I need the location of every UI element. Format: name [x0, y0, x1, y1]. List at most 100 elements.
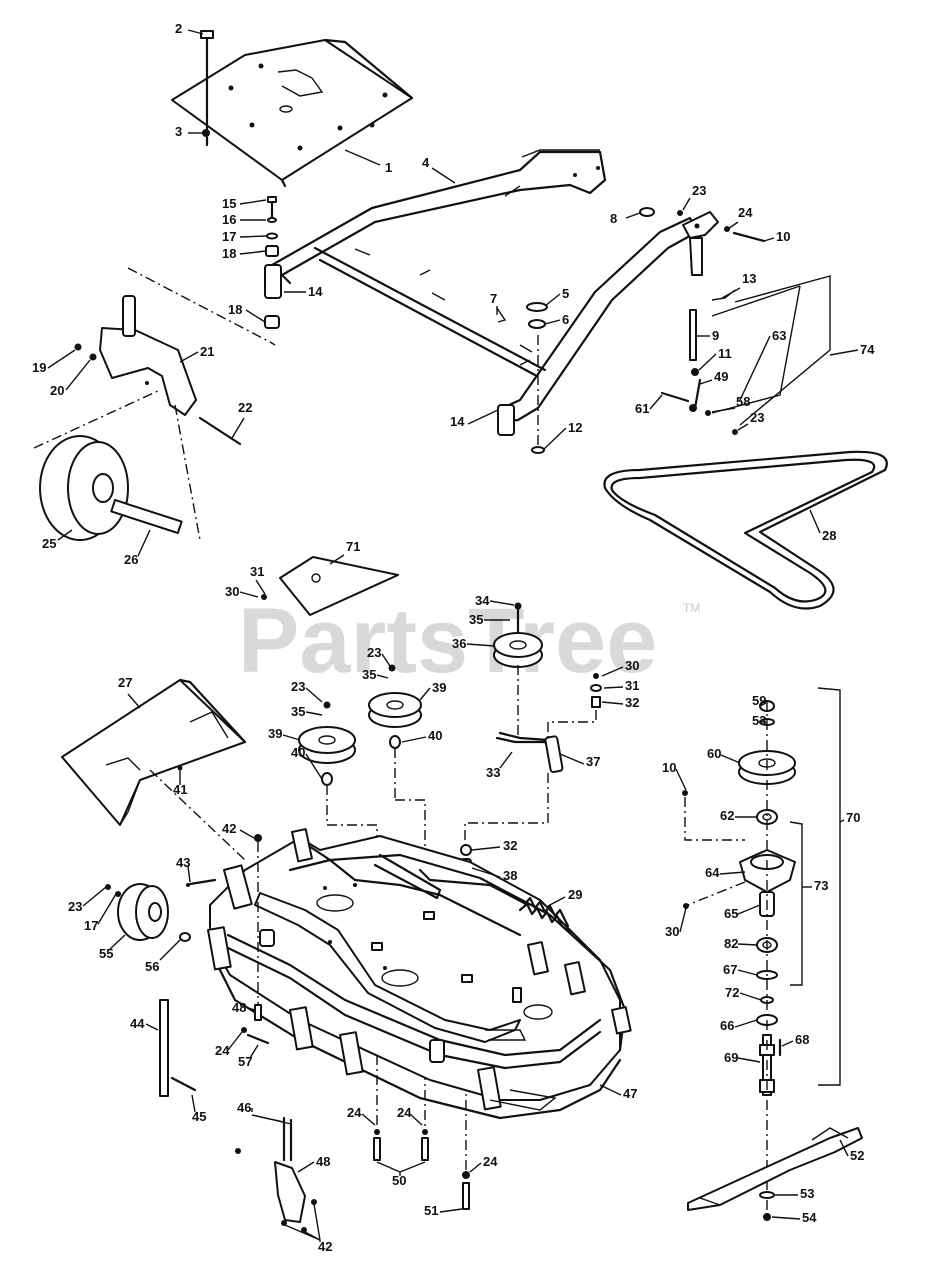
- callout-number: 32: [625, 695, 639, 710]
- callout-70: 70: [839, 810, 860, 825]
- leader-line: [97, 893, 117, 925]
- callout-number: 73: [814, 878, 828, 893]
- callout-number: 26: [124, 552, 138, 567]
- leader-line: [191, 1094, 196, 1113]
- leader-line: [344, 149, 381, 166]
- leader-line: [737, 943, 758, 946]
- callout-7: 7: [490, 291, 498, 315]
- callout-13: 13: [721, 271, 756, 299]
- leader-line: [559, 753, 585, 765]
- callout-number: 46: [237, 1100, 251, 1115]
- belt-shield-plate: [261, 556, 399, 616]
- leader-line: [239, 829, 255, 839]
- leader-line: [82, 886, 107, 907]
- callout-42: 42: [222, 821, 255, 839]
- callout-number: 13: [742, 271, 756, 286]
- leader-line: [239, 235, 267, 238]
- idler-arm: [464, 665, 602, 845]
- caster-arm: [74, 295, 242, 446]
- leader-line: [466, 643, 496, 647]
- leader-line: [57, 529, 73, 541]
- callout-24: 24: [727, 205, 753, 230]
- callout-number: 57: [238, 1054, 252, 1069]
- leader-line: [145, 1023, 159, 1031]
- callout-62: 62: [720, 808, 757, 823]
- leader-line: [471, 846, 501, 851]
- callout-23: 23: [291, 679, 323, 703]
- callout-55: 55: [99, 934, 126, 961]
- callout-number: 74: [860, 342, 875, 357]
- leader-line: [282, 734, 301, 741]
- callout-59: 59: [752, 693, 766, 708]
- idler-pulley-39a: [298, 701, 378, 1130]
- callout-number: 3: [175, 124, 182, 139]
- callout-number: 11: [718, 346, 732, 361]
- callout-number: 7: [490, 291, 497, 306]
- callout-30: 30: [665, 907, 687, 939]
- callout-73: 73: [802, 878, 828, 893]
- callout-23: 23: [737, 410, 764, 431]
- callout-23: 23: [367, 645, 391, 667]
- callout-number: 24: [347, 1105, 362, 1120]
- callout-number: 49: [714, 369, 728, 384]
- callout-4: 4: [422, 155, 456, 184]
- leader-line: [727, 221, 739, 230]
- callout-number: 5: [562, 286, 569, 301]
- leader-line: [739, 992, 762, 1001]
- callout-33: 33: [486, 751, 513, 780]
- callout-number: 64: [705, 865, 720, 880]
- callout-45: 45: [191, 1094, 206, 1124]
- callout-number: 16: [222, 212, 236, 227]
- callout-66: 66: [720, 1018, 758, 1033]
- leader-line: [781, 1040, 794, 1047]
- callout-2: 2: [175, 21, 204, 36]
- callout-30: 30: [601, 658, 639, 677]
- callout-number: 53: [752, 713, 766, 728]
- callout-number: 70: [846, 810, 860, 825]
- leader-line: [601, 666, 624, 677]
- callout-37: 37: [559, 753, 600, 769]
- leader-line: [603, 686, 624, 689]
- callout-50: 50: [392, 1172, 406, 1188]
- callout-number: 82: [724, 936, 738, 951]
- callout-40: 40: [401, 728, 442, 743]
- leader-line: [682, 197, 691, 211]
- height-adjust-rod: [159, 999, 197, 1097]
- callout-1: 1: [344, 149, 392, 175]
- callout-number: 27: [118, 675, 132, 690]
- callout-74: 74: [829, 342, 875, 357]
- callout-24: 24: [347, 1105, 376, 1126]
- leader-line: [698, 353, 717, 371]
- callout-number: 67: [723, 962, 737, 977]
- callout-29: 29: [547, 887, 582, 907]
- leader-line: [625, 212, 641, 219]
- callout-number: 66: [720, 1018, 734, 1033]
- callout-number: 52: [850, 1148, 864, 1163]
- callout-number: 69: [724, 1050, 738, 1065]
- leader-line: [737, 1057, 761, 1063]
- callout-number: 19: [32, 360, 46, 375]
- callout-number: 36: [452, 636, 466, 651]
- callout-82: 82: [724, 936, 758, 951]
- callout-number: 21: [200, 344, 214, 359]
- callout-number: 59: [752, 693, 766, 708]
- callout-number: 35: [291, 704, 305, 719]
- callout-number: 17: [84, 918, 98, 933]
- leader-line: [809, 509, 821, 534]
- callout-24: 24: [215, 1031, 243, 1058]
- callout-23: 23: [68, 886, 107, 914]
- leader-line: [127, 693, 141, 709]
- callout-number: 24: [397, 1105, 412, 1120]
- callout-36: 36: [452, 636, 496, 651]
- callout-39: 39: [268, 726, 301, 741]
- callout-22: 22: [231, 400, 252, 439]
- callout-16: 16: [222, 212, 266, 227]
- deck-mount-bolts: [373, 1129, 470, 1210]
- callout-32: 32: [601, 695, 639, 710]
- callout-number: 30: [225, 584, 239, 599]
- leader-line: [711, 407, 736, 413]
- group-brackets-lower: [789, 687, 841, 1086]
- callout-42: 42: [318, 1239, 332, 1254]
- callout-30: 30: [225, 584, 259, 599]
- deck-bolt-left: [241, 834, 270, 1045]
